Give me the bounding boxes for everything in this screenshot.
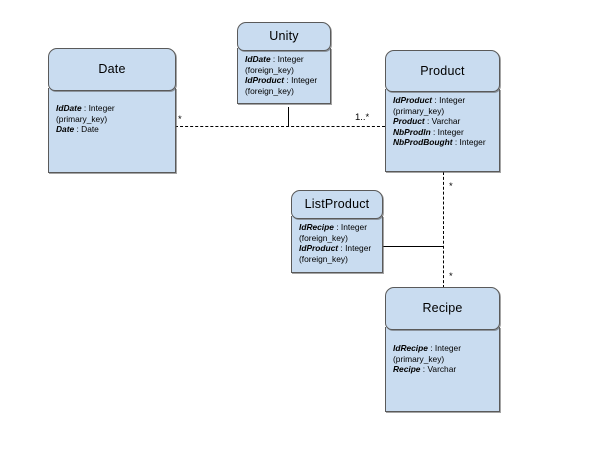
attribute-name: NbProdIn	[393, 126, 431, 137]
attribute-name: IdDate	[56, 103, 82, 113]
attribute-type: Integer	[291, 75, 318, 86]
attribute-name: Product	[393, 116, 425, 127]
attribute-type: Varchar	[431, 116, 461, 127]
association-product-recipe	[443, 172, 444, 288]
class-header-recipe: Recipe	[385, 287, 500, 330]
attribute-row: IdRecipe : Integer	[393, 343, 492, 354]
attribute-type: (foreign_key)	[245, 85, 294, 96]
attribute-row: IdDate : Integer	[245, 54, 323, 65]
attribute-row: IdProduct : Integer	[299, 243, 375, 254]
attribute-sep: :	[427, 343, 435, 353]
attribute-type: (primary_key)	[393, 105, 445, 116]
class-name-product: Product	[420, 63, 465, 78]
class-box-product[interactable]: Product IdProduct : Integer (primary_key…	[385, 50, 500, 172]
attribute-row: (primary_key)	[393, 354, 492, 365]
attribute-name: IdProduct	[393, 95, 433, 105]
class-box-date[interactable]: Date IdDate : Integer (primary_key) Date…	[48, 48, 176, 173]
attribute-name: NbProdBought	[393, 137, 453, 148]
attribute-row: IdProduct : Integer	[245, 75, 323, 86]
class-attributes-recipe: IdRecipe : Integer (primary_key) Recipe …	[385, 327, 500, 412]
attribute-sep: :	[81, 103, 89, 113]
multiplicity-product-recipe-bottom: *	[449, 271, 453, 282]
class-name-unity: Unity	[269, 29, 299, 44]
class-header-unity: Unity	[237, 22, 331, 51]
attribute-row: Recipe : Varchar	[393, 364, 492, 375]
attribute-type: Integer	[439, 95, 466, 105]
class-attributes-date: IdDate : Integer (primary_key) Date : Da…	[48, 88, 176, 173]
class-name-date: Date	[98, 62, 126, 77]
attribute-name: IdDate	[245, 54, 271, 64]
class-box-recipe[interactable]: Recipe IdRecipe : Integer (primary_key) …	[385, 287, 500, 412]
attribute-type: Integer	[459, 137, 486, 148]
attribute-sep: :	[284, 75, 292, 86]
association-date-product	[175, 126, 385, 127]
attribute-type: Integer	[437, 126, 464, 137]
attribute-name: IdRecipe	[393, 343, 428, 353]
class-name-listproduct: ListProduct	[304, 197, 370, 212]
class-box-listproduct[interactable]: ListProduct IdRecipe : Integer (foreign_…	[291, 190, 383, 273]
multiplicity-date-side: *	[178, 114, 182, 125]
attribute-row: Product : Varchar	[393, 116, 492, 127]
attribute-sep: :	[338, 243, 346, 254]
class-box-unity[interactable]: Unity IdDate : Integer (foreign_key) IdP…	[237, 22, 331, 104]
attribute-row: IdRecipe : Integer	[299, 222, 375, 233]
attribute-sep: :	[333, 222, 341, 232]
class-attributes-unity: IdDate : Integer (foreign_key) IdProduct…	[237, 48, 331, 104]
attribute-sep: :	[74, 124, 82, 135]
attribute-row: (foreign_key)	[299, 254, 375, 265]
attribute-sep: :	[270, 54, 278, 64]
attribute-type: Integer	[434, 343, 461, 353]
attribute-row: (primary_key)	[56, 114, 168, 125]
attribute-type: Integer	[88, 103, 115, 113]
class-attributes-listproduct: IdRecipe : Integer (foreign_key) IdProdu…	[291, 216, 383, 273]
attribute-name: IdProduct	[299, 243, 339, 254]
attribute-sep: :	[432, 95, 440, 105]
association-link-listproduct	[383, 246, 444, 247]
attribute-type: Integer	[340, 222, 367, 232]
attribute-row: (primary_key)	[393, 106, 492, 117]
attribute-sep: :	[430, 126, 438, 137]
attribute-row: IdProduct : Integer	[393, 95, 492, 106]
attribute-type: Date	[81, 124, 99, 135]
attribute-type: Varchar	[427, 364, 457, 375]
attribute-sep: :	[452, 137, 460, 148]
association-link-unity	[288, 107, 289, 126]
attribute-row: (foreign_key)	[245, 65, 323, 76]
attribute-row: (foreign_key)	[299, 233, 375, 244]
attribute-row: NbProdBought : Integer	[393, 137, 492, 148]
class-header-listproduct: ListProduct	[291, 190, 383, 219]
class-header-product: Product	[385, 50, 500, 92]
attribute-type: Integer	[277, 54, 304, 64]
attribute-row: NbProdIn : Integer	[393, 127, 492, 138]
attribute-name: Recipe	[393, 364, 421, 375]
attribute-type: (foreign_key)	[299, 253, 348, 264]
attribute-type: (primary_key)	[393, 353, 445, 364]
attribute-name: IdRecipe	[299, 222, 334, 232]
attribute-row: (foreign_key)	[245, 86, 323, 97]
class-name-recipe: Recipe	[422, 301, 463, 316]
multiplicity-product-recipe-top: *	[449, 181, 453, 192]
class-header-date: Date	[48, 48, 176, 91]
attribute-name: Date	[56, 124, 75, 135]
attribute-row: IdDate : Integer	[56, 103, 168, 114]
attribute-type: (foreign_key)	[299, 232, 348, 243]
attribute-row: Date : Date	[56, 124, 168, 135]
class-attributes-product: IdProduct : Integer (primary_key) Produc…	[385, 89, 500, 172]
attribute-name: IdProduct	[245, 75, 285, 86]
attribute-sep: :	[420, 364, 428, 375]
attribute-type: (primary_key)	[56, 113, 108, 124]
attribute-type: Integer	[345, 243, 372, 254]
multiplicity-product-side: 1..*	[355, 112, 370, 123]
attribute-sep: :	[424, 116, 432, 127]
attribute-type: (foreign_key)	[245, 64, 294, 75]
